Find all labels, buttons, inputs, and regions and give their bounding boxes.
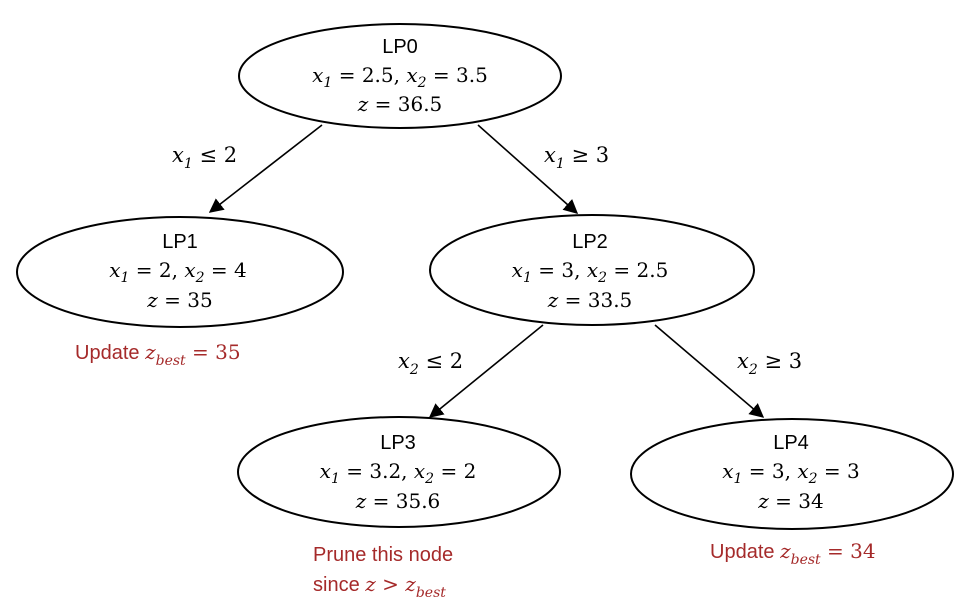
edge-label-lp0-lp1: x1 ≤ 2 — [172, 143, 237, 172]
node-lp0-objective: z = 36.5 — [357, 92, 443, 116]
node-lp2-objective: z = 33.5 — [547, 288, 633, 312]
node-lp3-solution: x1 = 3.2, x2 = 2 — [320, 459, 477, 487]
node-lp0: LP0 x1 = 2.5, x2 = 3.5 z = 36.5 — [238, 23, 562, 129]
annotation-lp3-prune-line2: since z > zbest — [313, 572, 446, 601]
node-lp1: LP1 x1 = 2, x2 = 4 z = 35 — [16, 216, 344, 328]
node-lp3-label: LP3 — [380, 432, 416, 454]
node-lp1-label: LP1 — [162, 231, 198, 253]
edge-lp2-lp4 — [654, 324, 765, 418]
node-lp2-solution: x1 = 3, x2 = 2.5 — [512, 258, 669, 286]
node-lp1-objective: z = 35 — [146, 288, 212, 312]
node-lp3-objective: z = 35.6 — [355, 489, 441, 513]
node-lp1-solution: x1 = 2, x2 = 4 — [109, 258, 247, 286]
node-lp4-objective: z = 34 — [757, 489, 823, 513]
edge-lp0-lp2 — [477, 124, 579, 214]
edge-lp2-lp3 — [428, 324, 544, 418]
edge-label-lp0-lp2: x1 ≥ 3 — [544, 143, 609, 172]
node-lp4-solution: x1 = 3, x2 = 3 — [722, 459, 860, 487]
annotation-lp1-update: Update zbest = 35 — [75, 340, 241, 369]
edge-lp0-lp1 — [208, 124, 323, 213]
edge-label-lp2-lp4: x2 ≥ 3 — [737, 349, 802, 378]
node-lp2: LP2 x1 = 3, x2 = 2.5 z = 33.5 — [429, 214, 755, 326]
node-lp0-label: LP0 — [382, 36, 418, 58]
node-lp3: LP3 x1 = 3.2, x2 = 2 z = 35.6 — [237, 416, 561, 528]
node-lp0-solution: x1 = 2.5, x2 = 3.5 — [312, 63, 488, 91]
edge-label-lp2-lp3: x2 ≤ 2 — [398, 349, 463, 378]
node-lp4: LP4 x1 = 3, x2 = 3 z = 34 — [630, 418, 954, 530]
annotation-lp3-prune-line1: Prune this node — [313, 544, 453, 566]
node-lp2-label: LP2 — [572, 231, 608, 253]
node-lp4-label: LP4 — [773, 432, 809, 454]
annotation-lp4-update: Update zbest = 34 — [710, 539, 876, 568]
